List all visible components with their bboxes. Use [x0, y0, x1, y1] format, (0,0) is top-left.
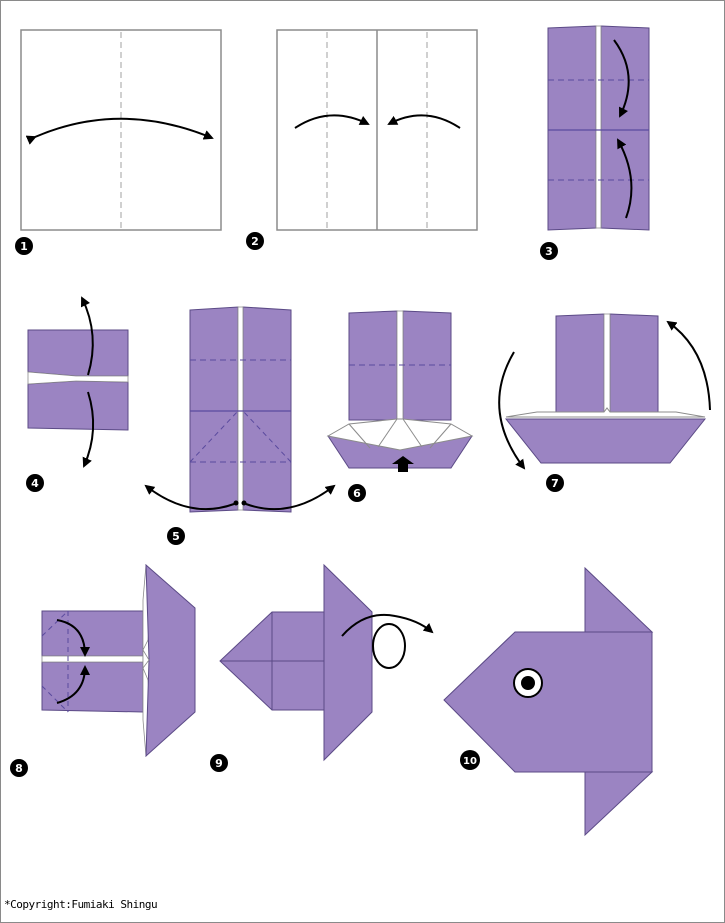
- step-10-figure: [443, 566, 654, 837]
- step-badge-2: 2: [246, 232, 264, 250]
- step-5-figure: [144, 306, 336, 513]
- step-2-arrow-left: [294, 114, 370, 129]
- step-badge-3: 3: [540, 242, 558, 260]
- step-badge-10: 10: [460, 750, 480, 770]
- step-9-turn-loop: [372, 623, 406, 669]
- step-8-arrow-down: [56, 619, 90, 657]
- svg-text:7: 7: [551, 477, 559, 490]
- step-4-arrow-down: [82, 391, 95, 468]
- step-5-arrow-right: [245, 484, 336, 511]
- step-2-arrow-right: [387, 114, 461, 129]
- step-3-arrow-up: [617, 138, 633, 219]
- step-8-figure: [41, 563, 196, 758]
- step-badge-7: 7: [546, 474, 564, 492]
- step-6-push-arrow: [392, 456, 414, 472]
- step-1-arrow: [25, 117, 214, 145]
- step-5-arrow-left: [144, 484, 235, 511]
- svg-text:2: 2: [251, 235, 259, 248]
- step-9-turn-arrow: [341, 614, 434, 637]
- svg-text:3: 3: [545, 245, 553, 258]
- step-badge-6: 6: [348, 484, 366, 502]
- copyright-text: *Copyright:Fumiaki Shingu: [4, 898, 158, 911]
- svg-text:8: 8: [15, 762, 23, 775]
- step-9-figure: [219, 563, 434, 762]
- step-7-arrow-left: [498, 351, 526, 470]
- svg-text:9: 9: [215, 757, 223, 770]
- step-4-figure: [27, 296, 129, 468]
- svg-text:4: 4: [31, 477, 39, 490]
- step-4-arrow-up: [81, 296, 94, 376]
- svg-text:6: 6: [353, 487, 361, 500]
- svg-text:1: 1: [20, 240, 28, 253]
- step-badge-8: 8: [10, 759, 28, 777]
- step-6-figure: [326, 310, 474, 472]
- svg-text:10: 10: [463, 756, 477, 767]
- step-badge-1: 1: [15, 237, 33, 255]
- svg-text:5: 5: [172, 530, 180, 543]
- step-2-figure: [276, 29, 478, 231]
- step-badge-4: 4: [26, 474, 44, 492]
- step-7-figure: [498, 313, 711, 470]
- step-badge-9: 9: [210, 754, 228, 772]
- step-1-figure: [20, 29, 222, 231]
- step-7-arrow-right: [666, 320, 711, 411]
- step-3-arrow-down: [613, 39, 630, 118]
- step-8-arrow-up: [56, 665, 90, 704]
- step-badge-5: 5: [167, 527, 185, 545]
- step-3-figure: [547, 25, 650, 231]
